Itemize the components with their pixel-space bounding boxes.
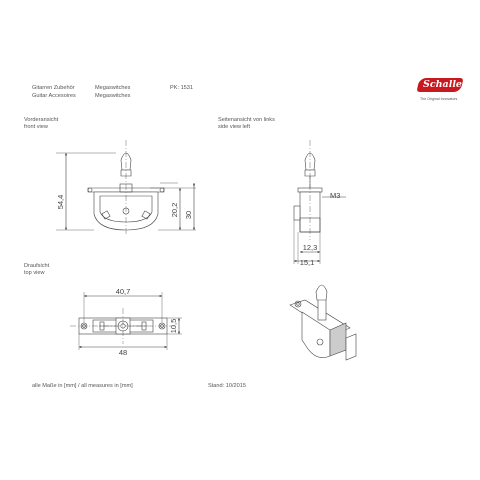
front-view-caption-de: Vorderansicht <box>24 117 59 123</box>
dim-front-height-mid: 30 <box>184 211 193 219</box>
side-view-caption-en: side view left <box>218 124 251 130</box>
isometric-view-drawing <box>289 284 357 361</box>
header-product-de: Megaswitches <box>95 85 131 91</box>
dim-side-thread: M3 <box>330 191 340 200</box>
dim-front-height-base: 20,2 <box>170 203 179 218</box>
side-view-caption-de: Seitenansicht von links <box>218 117 275 123</box>
top-view-drawing <box>70 292 182 350</box>
footer-units-note: alle Maße in [mm] / all measures in [mm] <box>32 383 133 389</box>
logo-tagline: The Original Innovators <box>420 97 458 101</box>
dim-front-height-total: 54,4 <box>56 195 65 210</box>
brand-logo: Schaller <box>416 78 467 96</box>
logo-wordmark: Schaller <box>423 79 467 90</box>
header-company-en: Guitar Accesoires <box>32 93 76 99</box>
footer-revision-date: Stand: 10/2015 <box>208 383 246 389</box>
dim-side-width-b: 15,1 <box>300 258 315 267</box>
header-part-number: PK: 1531 <box>170 85 194 91</box>
dim-side-width-a: 12,3 <box>303 243 318 252</box>
side-view-drawing <box>293 140 346 264</box>
dim-top-width-outer: 48 <box>119 348 127 357</box>
top-view-caption-de: Draufsicht <box>24 263 50 269</box>
header-product-en: Megaswitches <box>95 93 131 99</box>
header-company-de: Gitarren Zubehör <box>32 85 75 91</box>
dim-top-depth: 10,5 <box>169 319 178 334</box>
front-view-caption-en: front view <box>24 124 48 130</box>
top-view-caption-en: top view <box>24 270 45 276</box>
dim-top-width-inner: 40,7 <box>116 287 131 296</box>
front-view-drawing <box>56 140 196 234</box>
